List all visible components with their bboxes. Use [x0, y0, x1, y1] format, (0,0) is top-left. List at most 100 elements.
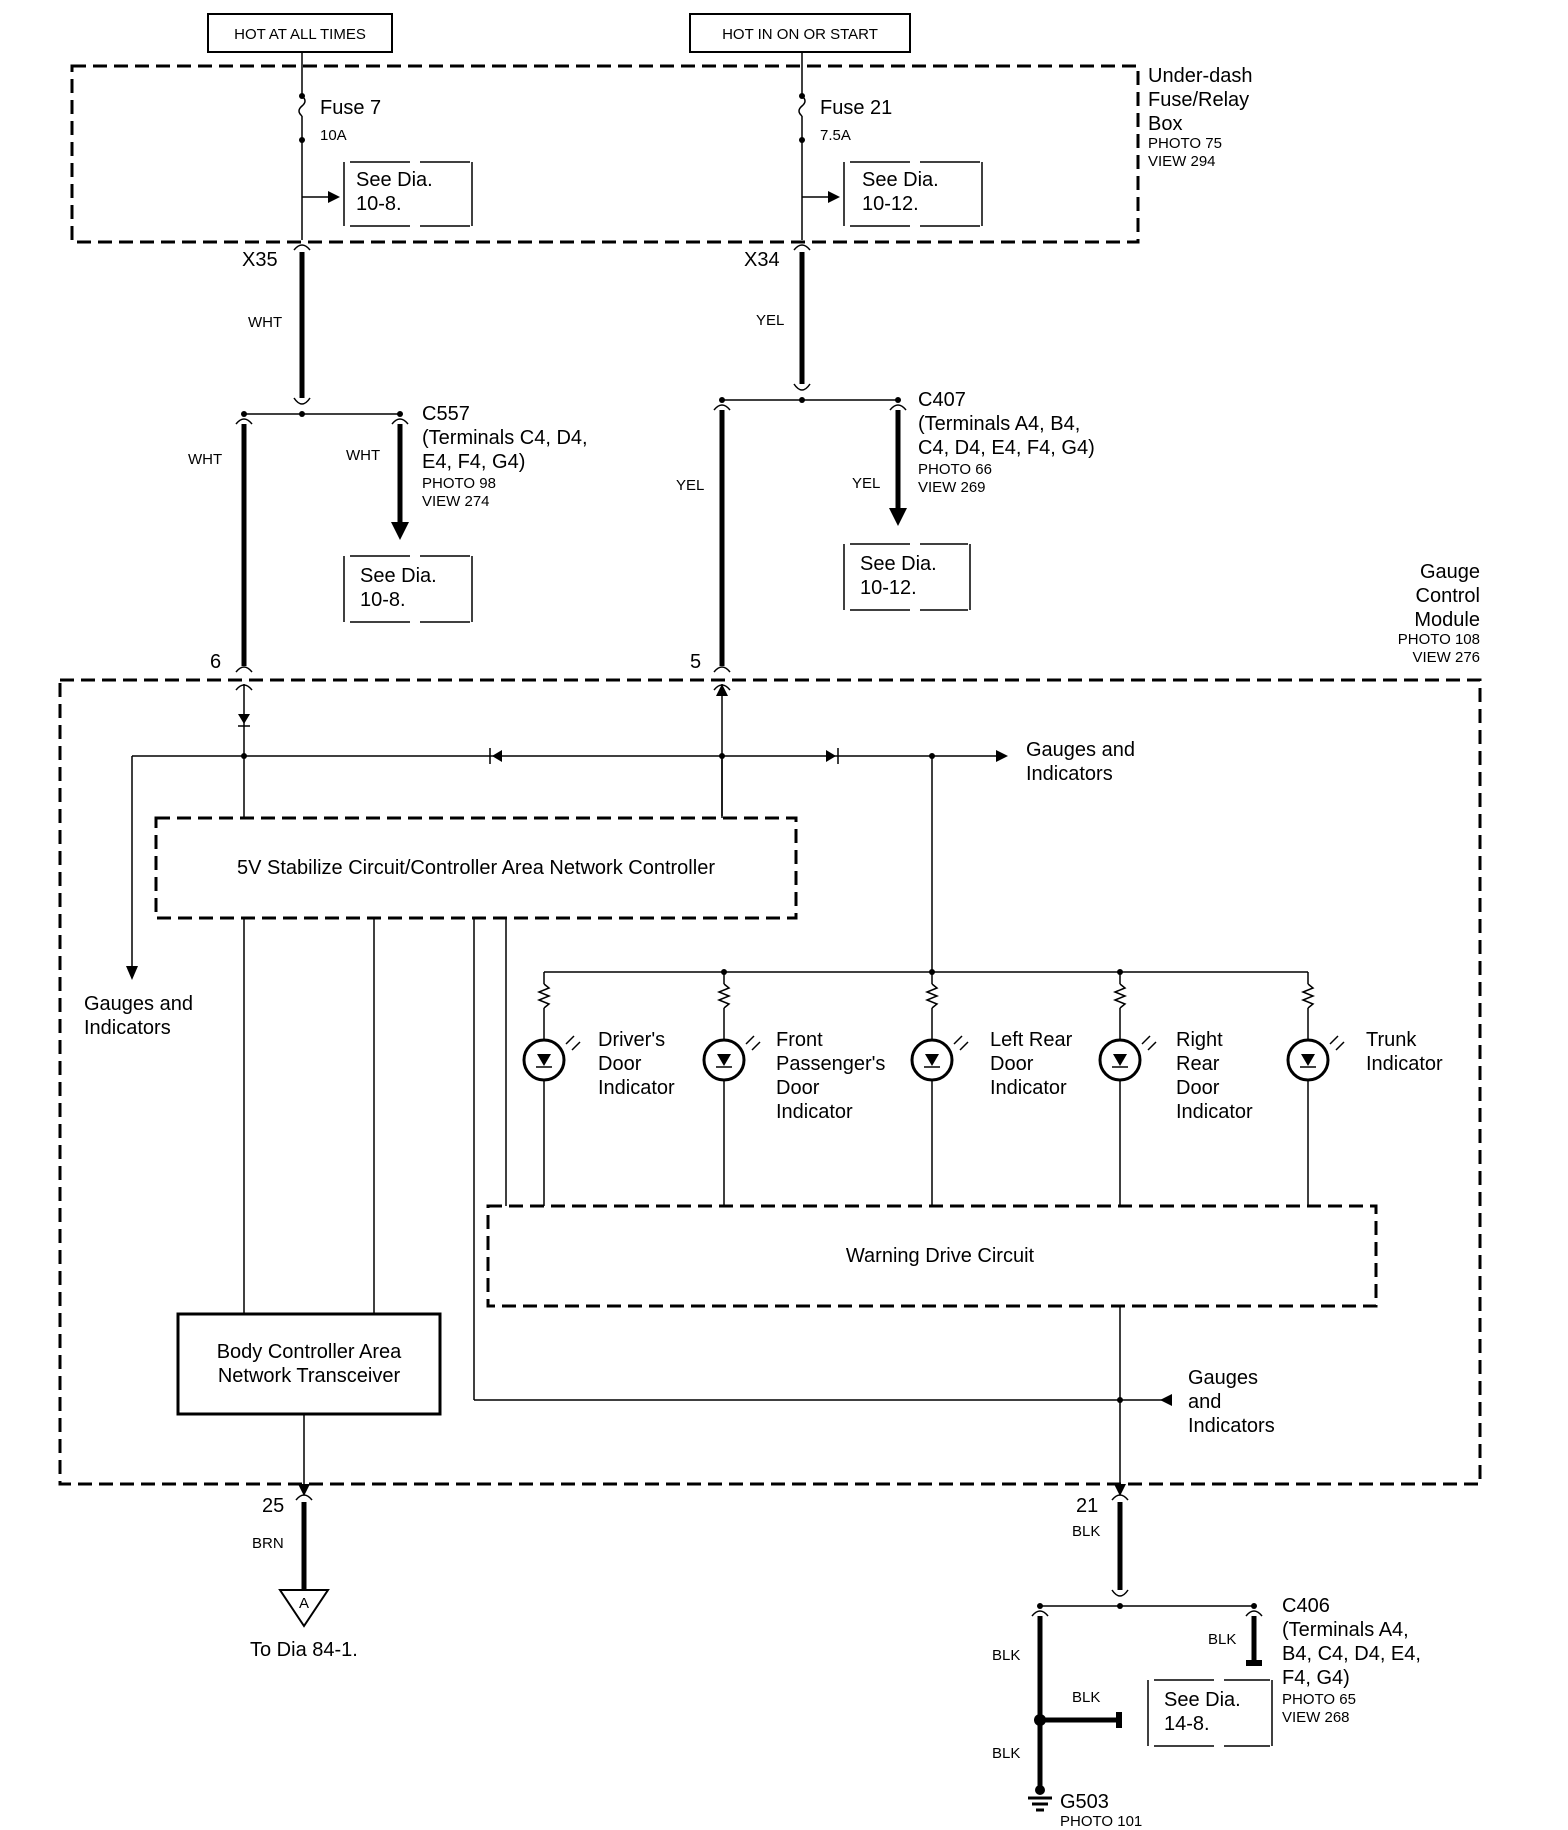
trunk-indicator-led [1286, 972, 1345, 1206]
module-view: VIEW 276 [1412, 649, 1480, 666]
gauges-indicators-2-line2: Indicators [84, 1017, 171, 1039]
see-dia-label: See Dia. [860, 553, 937, 575]
right-rear-door-indicator-line1: Right [1176, 1029, 1223, 1051]
c406-connector-left [1031, 1610, 1049, 1617]
offpage-connector-a [278, 1589, 330, 1628]
see-dia-label: See Dia. [356, 169, 433, 191]
offpage-to-dia: To Dia 84-1. [250, 1639, 358, 1661]
fuse-21 [798, 52, 806, 240]
wire-wht-label: WHT [346, 447, 380, 464]
gauges-indicators-3-line2: and [1188, 1391, 1221, 1413]
wire-yel-label: YEL [676, 477, 704, 494]
front-passengers-door-indicator-led [702, 972, 761, 1206]
c557-terminals-line1: (Terminals C4, D4, [422, 427, 588, 449]
module-name-line2: Control [1416, 585, 1480, 607]
ground-photo: PHOTO 101 [1060, 1813, 1142, 1830]
c406-terminals-line1: (Terminals A4, [1282, 1619, 1409, 1641]
see-dia-label: See Dia. [360, 565, 437, 587]
module-pin-25: 25 [262, 1495, 284, 1517]
wire-yel-label: YEL [756, 312, 784, 329]
right-rear-door-indicator-line3: Door [1176, 1077, 1220, 1099]
blk-splice-connector [1111, 1589, 1129, 1597]
module-pin-21: 21 [1076, 1495, 1098, 1517]
wire-blk-label: BLK [1072, 1523, 1100, 1540]
c406-terminals-line2: B4, C4, D4, E4, [1282, 1643, 1421, 1665]
c406-connector-right [1245, 1610, 1263, 1617]
right-rear-door-indicator-line4: Indicator [1176, 1101, 1253, 1123]
connector-x34-symbol [793, 244, 811, 251]
pin-6-connector [235, 666, 253, 673]
wire-blk-label: BLK [992, 1647, 1020, 1664]
gauges-indicators-3-line1: Gauges [1188, 1367, 1258, 1389]
stabilize-can-controller-block [154, 816, 798, 920]
gauges-indicators-1-line1: Gauges and [1026, 739, 1135, 761]
hot-at-all-times-box [207, 13, 393, 53]
module-pin-5: 5 [690, 651, 701, 673]
bus-diode-left [492, 750, 502, 762]
see-dia-14-8-ref [1147, 1679, 1273, 1747]
gauges-indicators-3-line3: Indicators [1188, 1415, 1275, 1437]
c407-terminals-line1: (Terminals A4, B4, [918, 413, 1080, 435]
hot-in-on-or-start-box [689, 13, 911, 53]
connector-x35-symbol [293, 244, 311, 251]
bus-diode-right [826, 750, 836, 762]
fuse-21-name: Fuse 21 [820, 97, 892, 119]
c407-terminals-line2: C4, D4, E4, F4, G4) [918, 437, 1095, 459]
wire-blk-label: BLK [1208, 1631, 1236, 1648]
gauges-indicators-1-line2: Indicators [1026, 763, 1113, 785]
left-rear-door-indicator-line2: Door [990, 1053, 1034, 1075]
module-pin-6: 6 [210, 651, 221, 673]
wire-wht-label: WHT [248, 314, 282, 331]
wire-wht-label: WHT [188, 451, 222, 468]
right-rear-door-indicator-led [1098, 972, 1157, 1206]
module-name-line3: Module [1414, 609, 1480, 631]
pin-5-connector [713, 666, 731, 673]
hot-in-on-or-start-label: HOT IN ON OR START [722, 26, 878, 43]
module-name-line1: Gauge [1420, 561, 1480, 583]
pin-21-connector [1111, 1494, 1129, 1501]
transceiver-label-line1: Body Controller Area [217, 1341, 402, 1363]
left-rear-door-indicator-line3: Indicator [990, 1077, 1067, 1099]
drivers-door-indicator-line1: Driver's [598, 1029, 665, 1051]
c557-name: C557 [422, 403, 470, 425]
connector-x35-label: X35 [242, 249, 278, 271]
ground-symbol [1028, 1785, 1052, 1812]
drivers-door-indicator-led [522, 972, 581, 1206]
fuse-box-photo: PHOTO 75 [1148, 135, 1222, 152]
c407-connector-left [713, 404, 731, 411]
hot-at-all-times-label: HOT AT ALL TIMES [234, 26, 366, 43]
front-passengers-door-indicator-line2: Passenger's [776, 1053, 885, 1075]
trunk-indicator-line2: Indicator [1366, 1053, 1443, 1075]
front-passengers-door-indicator-line4: Indicator [776, 1101, 853, 1123]
warning-drive-circuit-block [486, 1204, 1378, 1308]
wire-blk-label: BLK [1072, 1689, 1100, 1706]
fuse-relay-box-boundary [70, 64, 1140, 244]
fuse-7 [298, 52, 306, 240]
see-dia-10-12-number: 10-12. [862, 193, 919, 215]
see-dia-10-8-ref-mid [343, 555, 473, 623]
wht-splice-connector [293, 397, 311, 405]
c557-view: VIEW 274 [422, 493, 490, 510]
c406-photo: PHOTO 65 [1282, 1691, 1356, 1708]
c557-connector-left [235, 418, 253, 425]
c557-connector-right [391, 418, 409, 425]
c557-photo: PHOTO 98 [422, 475, 496, 492]
c407-view: VIEW 269 [918, 479, 986, 496]
see-dia-label: See Dia. [862, 169, 939, 191]
front-passengers-door-indicator-line3: Door [776, 1077, 820, 1099]
pin-25-connector [295, 1494, 313, 1501]
fuse-7-rating: 10A [320, 127, 347, 144]
gauges-indicators-2-line1: Gauges and [84, 993, 193, 1015]
connector-x34-label: X34 [744, 249, 780, 271]
see-dia-label: See Dia. [1164, 1689, 1241, 1711]
c407-connector-right [889, 404, 907, 411]
c557-terminals-line2: E4, F4, G4) [422, 451, 525, 473]
transceiver-label-line2: Network Transceiver [218, 1365, 401, 1387]
module-photo: PHOTO 108 [1398, 631, 1480, 648]
c406-name: C406 [1282, 1595, 1330, 1617]
c407-photo: PHOTO 66 [918, 461, 992, 478]
fuse-box-view: VIEW 294 [1148, 153, 1216, 170]
fuse-box-name-line1: Under-dash [1148, 65, 1253, 87]
offpage-letter: A [299, 1595, 309, 1612]
